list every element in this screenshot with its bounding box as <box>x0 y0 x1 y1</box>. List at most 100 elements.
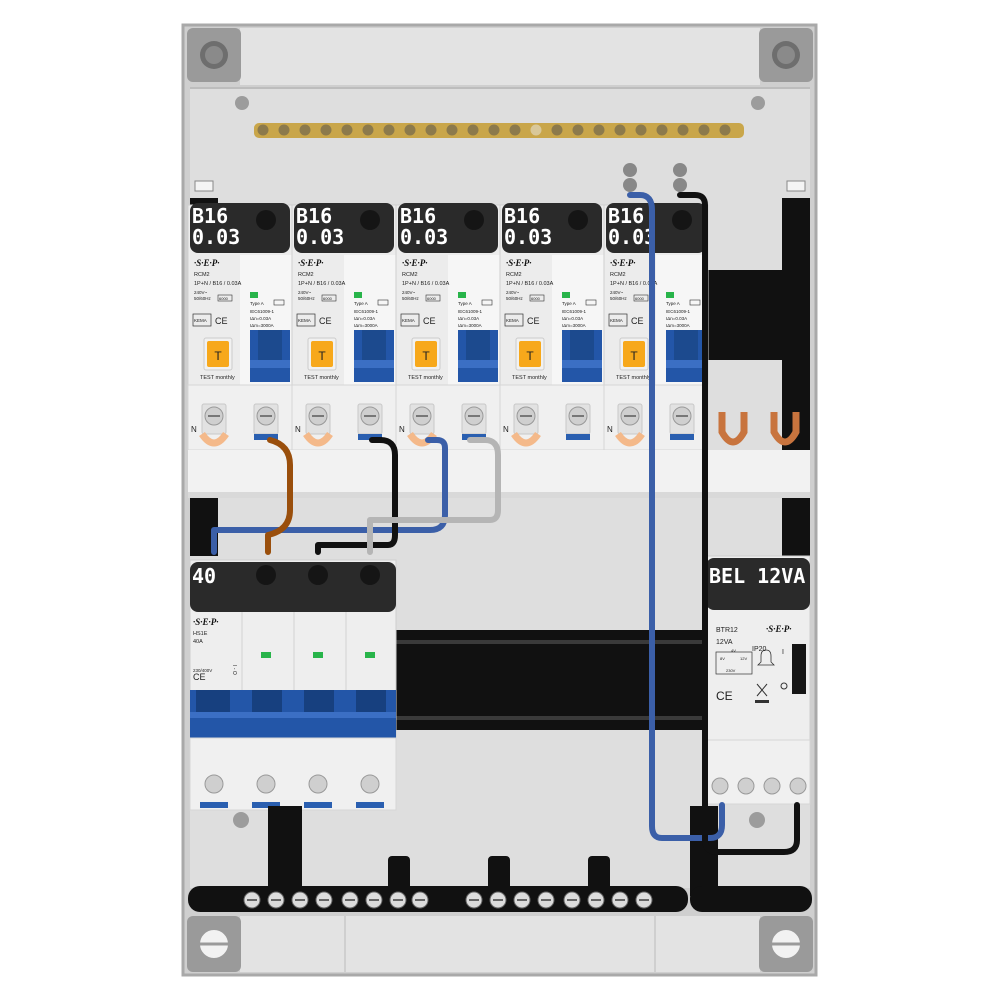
wire-black-live <box>315 437 398 555</box>
wiring <box>211 192 800 855</box>
busbar-hole <box>509 124 521 136</box>
test-monthly-text: TEST monthly <box>304 375 339 381</box>
transformer-ce-mark: CE <box>716 689 733 703</box>
status-indicator <box>250 292 258 298</box>
rcbo-type-text: Type A <box>250 301 264 306</box>
wire-gray-live <box>367 437 501 555</box>
terminal-screw-icon[interactable] <box>789 777 807 795</box>
terminal-screw-icon[interactable] <box>711 777 729 795</box>
brand-logo-text: ·S·E·P· <box>610 258 636 268</box>
transformer-model: BTR12 <box>716 627 738 634</box>
busbar-hole <box>614 124 626 136</box>
toggle-segment <box>252 690 282 716</box>
test-button[interactable] <box>623 341 645 367</box>
rcbo-rating-code: 6000 <box>427 296 437 301</box>
terminal-comb <box>252 802 280 808</box>
live-comb-tooth <box>670 434 694 440</box>
rcbo-spec-text: 1P+N / B16 / 0.03A <box>506 281 554 287</box>
rcbo-sensitivity-label: 0.03 <box>296 225 344 249</box>
test-monthly-text: TEST monthly <box>616 375 651 381</box>
test-button-letter: T <box>526 349 534 363</box>
rcbo-sensitivity-label: 0.03 <box>400 225 448 249</box>
busbar-hole <box>656 124 668 136</box>
terminal-screw-icon[interactable] <box>204 774 224 794</box>
rcbo-idn-text: IΔn=0.03A <box>458 316 479 321</box>
main-switch-rating: 40A <box>193 639 203 645</box>
rcbo-frequency-text: 50/60Hz <box>194 296 212 301</box>
transformer-switch[interactable] <box>792 644 806 694</box>
test-button-letter: T <box>630 349 638 363</box>
busbar-hole <box>341 124 353 136</box>
neutral-terminal-mark: N <box>191 425 197 434</box>
rcbo-type-text: Type A <box>562 301 576 306</box>
neutral-comb-tooth <box>615 431 645 447</box>
busbar-hole <box>530 124 542 136</box>
status-indicator <box>313 652 323 658</box>
transformer-input-text: 230V <box>726 668 736 673</box>
rcbo-rating-code: 6000 <box>531 296 541 301</box>
status-indicator <box>666 292 674 298</box>
cert-mark-icon <box>296 313 316 327</box>
test-button[interactable] <box>415 341 437 367</box>
rating-box <box>377 299 389 306</box>
rating-box <box>529 294 545 302</box>
rcbo-frequency-text: 50/60Hz <box>506 296 524 301</box>
bell-icon <box>757 649 775 666</box>
weee-bar <box>755 700 769 703</box>
live-comb-tooth <box>358 434 382 440</box>
brand-logo-text: ·S·E·P· <box>402 258 428 268</box>
transformer-schematic-icon <box>715 651 753 675</box>
rcbo-standard-text: IEC61009-1 <box>666 309 691 314</box>
corner-screw-top-right <box>759 28 813 82</box>
brand-logo-text: ·S·E·P· <box>193 617 219 627</box>
main-switch-ce-mark: CE <box>193 672 206 682</box>
bell-transformer[interactable]: BEL 12VABTR1212VA·S·E·P·IP208V4V12V230VC… <box>705 555 811 805</box>
toggle-top <box>362 330 386 360</box>
toggle-segment <box>356 690 386 716</box>
status-indicator <box>458 292 466 298</box>
busbar-hole <box>467 124 479 136</box>
test-button[interactable] <box>207 341 229 367</box>
terminal-screw-icon[interactable] <box>308 774 328 794</box>
test-button-letter: T <box>318 349 326 363</box>
panel-screw <box>751 96 765 110</box>
terminal-screw-icon[interactable] <box>763 777 781 795</box>
neutral-terminal-mark: N <box>607 425 613 434</box>
toggle-segment <box>304 690 334 716</box>
rcbo-rating-label: B16 <box>400 204 436 228</box>
busbar-hole <box>488 124 500 136</box>
transformer-terminals <box>705 739 811 805</box>
brand-logo-text: ·S·E·P· <box>766 624 792 634</box>
terminal-comb <box>200 802 228 808</box>
busbar-hole <box>446 124 458 136</box>
test-button[interactable] <box>311 341 333 367</box>
brand-logo-text: ·S·E·P· <box>506 258 532 268</box>
rcbo-voltage-text: 240V~ <box>506 290 520 295</box>
main-switch-model: HS1E <box>193 631 208 637</box>
terminal-screw-icon[interactable] <box>360 774 380 794</box>
rating-box <box>585 299 597 306</box>
busbar-hole <box>257 124 269 136</box>
neutral-comb-tooth <box>511 431 541 447</box>
rcbo-cert-text: KEMA <box>506 318 519 323</box>
rcbo-idn-text: IΔn=0.03A <box>562 316 583 321</box>
rcbo-type-text: Type A <box>354 301 368 306</box>
brand-logo-text: ·S·E·P· <box>194 258 220 268</box>
rcbo-cert-text: KEMA <box>298 318 311 323</box>
terminal-screw-icon[interactable] <box>737 777 755 795</box>
busbar-hole <box>551 124 563 136</box>
rcbo-voltage-text: 240V~ <box>402 290 416 295</box>
terminal-screw-icon[interactable] <box>256 774 276 794</box>
rcbo-standard-text: IEC61009-1 <box>562 309 587 314</box>
label-screw-icon <box>464 210 484 230</box>
brand-logo-text: ·S·E·P· <box>298 258 324 268</box>
test-button[interactable] <box>519 341 541 367</box>
rcbo-cert-text: KEMA <box>402 318 415 323</box>
